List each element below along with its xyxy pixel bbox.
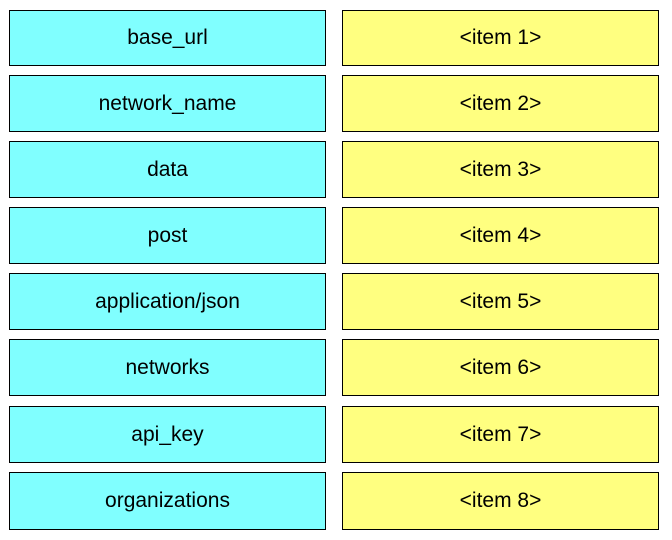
target-slot-4[interactable]: <item 4> [342,207,659,264]
source-item-label: post [147,223,188,247]
target-slot-label: <item 5> [459,289,542,313]
source-item-7[interactable]: api_key [9,406,326,463]
source-item-label: network_name [98,91,237,115]
target-slot-5[interactable]: <item 5> [342,273,659,330]
source-item-label: application/json [95,289,240,313]
target-slot-2[interactable]: <item 2> [342,75,659,132]
target-slot-7[interactable]: <item 7> [342,406,659,463]
source-item-1[interactable]: base_url [9,10,326,66]
target-slot-label: <item 4> [459,223,542,247]
target-slot-8[interactable]: <item 8> [342,472,659,530]
source-item-3[interactable]: data [9,141,326,198]
target-slot-1[interactable]: <item 1> [342,10,659,66]
source-item-8[interactable]: organizations [9,472,326,530]
target-slot-label: <item 8> [459,489,542,512]
source-item-label: organizations [105,489,230,512]
target-slot-3[interactable]: <item 3> [342,141,659,198]
source-item-label: data [147,157,188,181]
source-item-2[interactable]: network_name [9,75,326,132]
source-item-label: api_key [131,422,204,446]
source-item-6[interactable]: networks [9,339,326,396]
source-item-label: base_url [127,26,208,49]
source-item-5[interactable]: application/json [9,273,326,330]
target-slot-label: <item 1> [459,26,542,49]
target-slot-label: <item 3> [459,157,542,181]
target-slot-label: <item 2> [459,91,542,115]
target-slot-label: <item 6> [459,355,542,379]
source-item-4[interactable]: post [9,207,326,264]
target-slot-label: <item 7> [459,422,542,446]
target-slot-6[interactable]: <item 6> [342,339,659,396]
source-item-label: networks [125,355,210,379]
